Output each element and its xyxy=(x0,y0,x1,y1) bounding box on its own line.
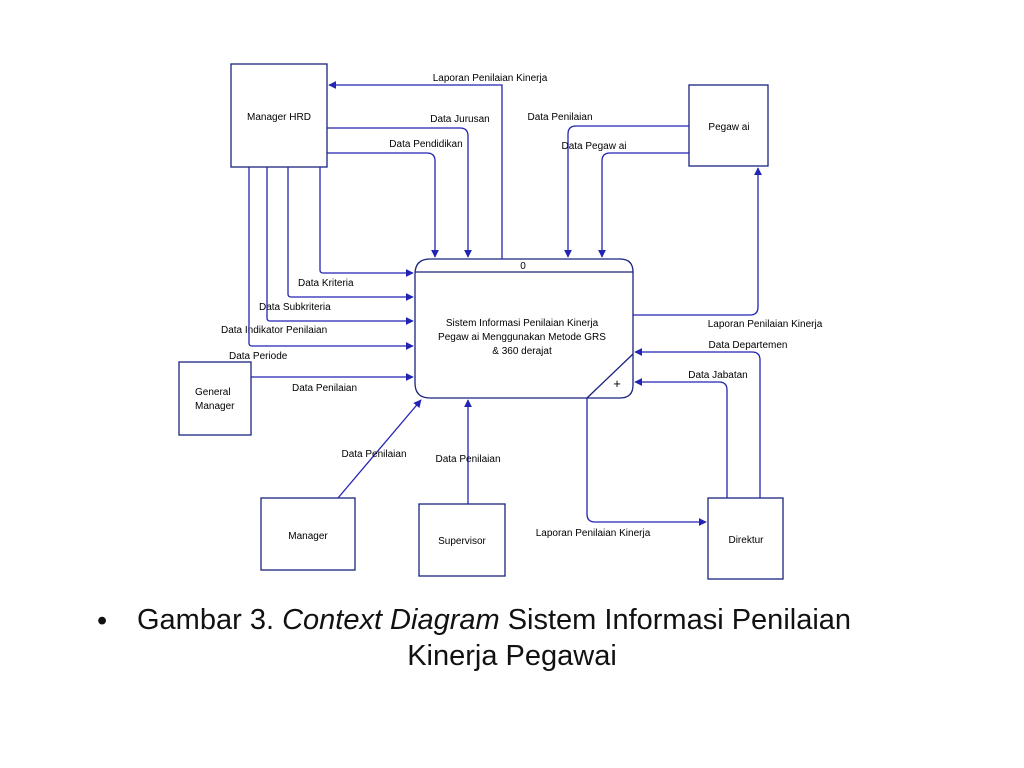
flow-data-departemen-label: Data Departemen xyxy=(709,340,788,351)
entity-pegawai-label: Pegaw ai xyxy=(708,122,749,133)
caption-line-1: Gambar 3. Context Diagram Sistem Informa… xyxy=(137,604,851,637)
flow-data-jurusan xyxy=(327,127,472,258)
flow-laporan-to-pegawai-label: Laporan Penilaian Kinerja xyxy=(708,319,823,330)
flow-laporan-to-manager-hrd-label: Laporan Penilaian Kinerja xyxy=(433,73,548,84)
flow-data-kriteria xyxy=(319,167,414,277)
flow-data-penilaian-from-manager-label: Data Penilaian xyxy=(341,449,406,460)
caption-bullet: • xyxy=(97,605,108,637)
flow-data-penilaian-from-general-manager-label: Data Penilaian xyxy=(292,383,357,394)
caption-prefix: Gambar 3. xyxy=(137,604,283,636)
flow-data-jurusan-label: Data Jurusan xyxy=(430,114,489,125)
flow-data-periode xyxy=(248,167,414,350)
entity-general-manager-label-1: General xyxy=(195,387,231,398)
entity-general-manager-label-2: Manager xyxy=(195,401,235,412)
flow-data-kriteria-label: Data Kriteria xyxy=(298,278,354,289)
flow-data-pendidikan xyxy=(327,152,439,258)
flow-data-penilaian-from-supervisor-label: Data Penilaian xyxy=(435,454,500,465)
flow-data-jabatan xyxy=(634,378,728,498)
process-plus-marker: + xyxy=(613,376,621,391)
entity-general-manager: General Manager xyxy=(178,361,252,436)
entity-manager-label: Manager xyxy=(288,531,328,542)
flow-data-pegawai-label: Data Pegaw ai xyxy=(561,141,626,152)
flow-data-departemen xyxy=(634,348,761,498)
flow-laporan-to-manager-hrd xyxy=(328,81,503,259)
flow-data-penilaian-from-pegawai xyxy=(564,125,689,258)
entity-pegawai: Pegaw ai xyxy=(688,84,769,167)
flow-laporan-to-direktur-label: Laporan Penilaian Kinerja xyxy=(536,528,651,539)
entity-supervisor: Supervisor xyxy=(418,503,506,577)
flow-data-jabatan-label: Data Jabatan xyxy=(688,370,748,381)
flow-data-indikator-penilaian-label: Data Indikator Penilaian xyxy=(221,325,327,336)
process-number: 0 xyxy=(520,261,526,272)
caption-emphasis: Context Diagram xyxy=(282,604,500,636)
flow-data-pendidikan-label: Data Pendidikan xyxy=(389,139,462,150)
flow-data-penilaian-from-pegawai-label: Data Penilaian xyxy=(527,112,592,123)
flow-data-subkriteria xyxy=(287,167,414,301)
entity-manager-hrd-label: Manager HRD xyxy=(247,112,311,123)
flow-data-subkriteria-label: Data Subkriteria xyxy=(259,302,331,313)
process-0: 0 Sistem Informasi Penilaian Kinerja Peg… xyxy=(414,258,634,399)
entity-direktur-label: Direktur xyxy=(728,535,764,546)
context-diagram: Manager HRD Pegaw ai General Manager Man… xyxy=(178,63,823,580)
flow-data-penilaian-from-manager xyxy=(337,399,422,499)
flow-data-pegawai xyxy=(598,152,689,258)
flow-laporan-to-direktur xyxy=(586,398,707,526)
entity-supervisor-label: Supervisor xyxy=(438,536,486,547)
flow-data-periode-label: Data Periode xyxy=(229,351,288,362)
entity-manager: Manager xyxy=(260,497,356,571)
entity-manager-hrd: Manager HRD xyxy=(230,63,328,168)
process-name-line-3: & 360 derajat xyxy=(492,346,552,357)
process-name-line-2: Pegaw ai Menggunakan Metode GRS xyxy=(438,332,606,343)
flow-data-indikator-penilaian xyxy=(266,167,414,325)
caption-suffix: Sistem Informasi Penilaian xyxy=(499,604,852,636)
caption-line-2: Kinerja Pegawai xyxy=(407,640,617,672)
process-name-line-1: Sistem Informasi Penilaian Kinerja xyxy=(446,318,599,329)
flow-laporan-to-pegawai xyxy=(633,167,762,316)
entity-direktur: Direktur xyxy=(707,497,784,580)
